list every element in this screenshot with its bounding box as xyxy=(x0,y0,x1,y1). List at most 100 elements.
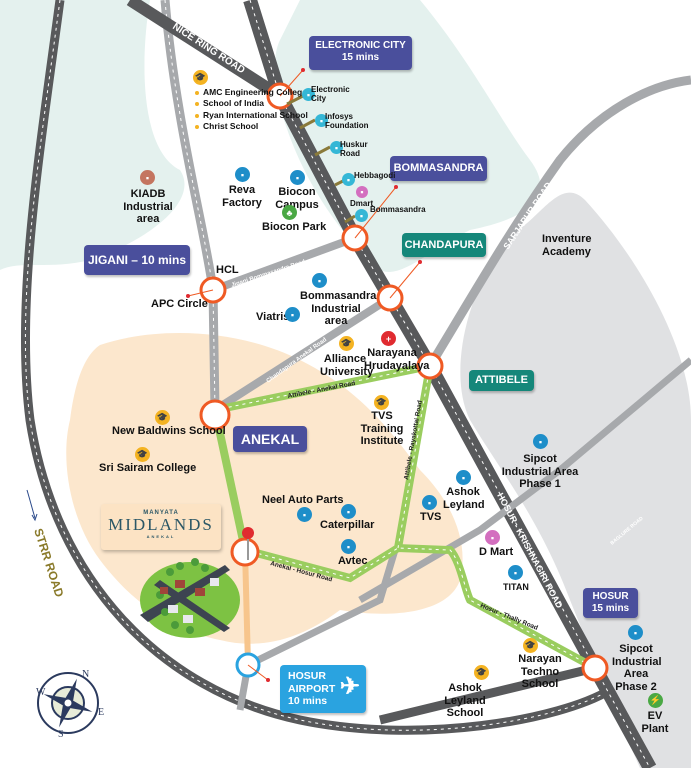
graduation-cap-icon: 🎓 xyxy=(339,336,354,351)
landmark-biocon-campus: Biocon Campus xyxy=(275,186,319,211)
landmark-ev-plant: EV Plant xyxy=(641,710,669,735)
factory-icon: ▪ xyxy=(285,307,300,322)
landmark-titan: TITAN xyxy=(503,582,529,592)
badge-hosur: HOSUR 15 mins xyxy=(583,588,638,618)
landmark-apc-circle: APC Circle xyxy=(151,298,208,310)
shop-icon: ▪ xyxy=(485,530,500,545)
graduation-cap-icon: 🎓 xyxy=(474,665,489,680)
junction-attibele xyxy=(416,352,444,380)
factory-icon: ▪ xyxy=(312,273,327,288)
landmark-kiadb: KIADB Industrial area xyxy=(123,188,173,226)
school-item: Christ School xyxy=(195,121,308,131)
factory-icon: ▪ xyxy=(341,539,356,554)
baglure-road xyxy=(358,357,691,604)
ev-charging-icon: ⚡ xyxy=(648,693,663,708)
school-item: Ryan International School xyxy=(195,110,308,120)
landmark-viatris: Viatris xyxy=(256,311,290,323)
metro-infosys: Infosys Foundation xyxy=(325,112,369,131)
factory-icon: ▪ xyxy=(235,167,250,182)
location-pin-icon xyxy=(242,527,254,539)
metro-icon: ▪ xyxy=(330,141,343,154)
metro-icon: ▪ xyxy=(355,209,368,222)
landmark-tvs-training: TVS Training Institute xyxy=(360,410,404,448)
school-item: AMC Engineering College xyxy=(195,87,308,97)
graduation-cap-icon: 🎓 xyxy=(523,638,538,653)
landmark-neel: Neel Auto Parts xyxy=(262,494,344,506)
factory-icon: ▪ xyxy=(341,504,356,519)
manyata-midlands-logo: MANYATA MIDLANDS ANEKAL xyxy=(101,504,221,550)
factory-icon: ▪ xyxy=(140,170,155,185)
junction-anekal xyxy=(199,399,231,431)
landmark-sipcot-2: Sipcot Industrial Area Phase 2 xyxy=(612,643,662,693)
compass-rose-icon: N W E S xyxy=(36,669,104,740)
school-item: School of India xyxy=(195,98,308,108)
airport-link-road xyxy=(246,548,399,669)
south-dark-road xyxy=(378,663,597,725)
svg-text:W: W xyxy=(36,687,46,698)
landmark-inventure: Inventure Academy xyxy=(542,233,592,258)
landmark-alliance: Alliance University xyxy=(320,353,374,378)
sarjapur-road xyxy=(426,75,691,369)
factory-icon: ▪ xyxy=(456,470,471,485)
badge-chandapura: CHANDAPURA xyxy=(402,233,486,257)
landmark-dmart: D Mart xyxy=(479,546,514,558)
landmark-sipcot-1: Sipcot Industrial Area Phase 1 xyxy=(501,453,579,491)
landmark-ashok-leyland-school: Ashok Leyland School xyxy=(444,682,486,720)
landmark-avtec: Avtec xyxy=(338,555,368,567)
airplane-icon: ✈ xyxy=(339,673,360,700)
direction-arrow-icon xyxy=(26,489,36,519)
junction-midlands xyxy=(230,537,260,567)
landmark-reva: Reva Factory xyxy=(222,184,262,209)
metro-bommasandra: Bommasandra xyxy=(370,205,426,214)
metro-icon: ▪ xyxy=(302,88,315,101)
jigani-bommasandra-label: Jigani Bommasandra Road xyxy=(231,259,307,289)
factory-icon: ▪ xyxy=(628,625,643,640)
svg-text:N: N xyxy=(82,669,89,680)
metro-electronic-city: Electronic City xyxy=(311,85,350,104)
township-illustration xyxy=(140,558,240,638)
svg-text:S: S xyxy=(58,729,64,740)
hosur-thally-label: Hosur - Thally Road xyxy=(479,602,539,632)
factory-icon: ▪ xyxy=(422,495,437,510)
landmark-ashok-leyland: Ashok Leyland xyxy=(443,486,485,511)
metro-hebbagodi: Hebbagodi xyxy=(354,171,396,180)
graduation-cap-icon: 🎓 xyxy=(135,447,150,462)
graduation-cap-icon: 🎓 xyxy=(193,70,208,85)
hospital-icon: + xyxy=(381,331,396,346)
metro-icon: ▪ xyxy=(315,114,328,127)
badge-jigani: JIGANI – 10 mins xyxy=(84,245,190,275)
landmark-sri-sairam: Sri Sairam College xyxy=(99,462,197,474)
landmark-tvs: TVS xyxy=(420,511,442,523)
factory-icon: ▪ xyxy=(290,170,305,185)
landmark-biocon-park: Biocon Park xyxy=(262,221,327,233)
badge-anekal: ANEKAL xyxy=(233,426,307,452)
strr-road xyxy=(20,0,613,735)
shop-icon: ▪ xyxy=(356,186,368,198)
landmark-bommasandra-industrial: Bommasandra Industrial area xyxy=(300,290,377,328)
factory-icon: ▪ xyxy=(297,507,312,522)
svg-text:E: E xyxy=(98,707,104,718)
factory-icon: ▪ xyxy=(508,565,523,580)
graduation-cap-icon: 🎓 xyxy=(374,395,389,410)
badge-electronic-city: ELECTRONIC CITY 15 mins xyxy=(309,36,412,70)
junction-hosur xyxy=(581,654,609,682)
metro-huskur: Huskur Road xyxy=(340,140,368,159)
landmark-caterpillar: Caterpillar xyxy=(320,519,375,531)
landmark-new-baldwins: New Baldwins School xyxy=(112,425,226,437)
nice-ring-road xyxy=(126,0,284,102)
park-icon: ♣ xyxy=(282,205,297,220)
mint-zone-left xyxy=(0,0,185,270)
landmark-narayan-techno: Narayan Techno School xyxy=(518,653,562,691)
graduation-cap-icon: 🎓 xyxy=(155,410,170,425)
nice-ring-road-label: NICE RING ROAD xyxy=(170,21,246,76)
landmark-hcl: HCL xyxy=(216,264,239,276)
chandapura-anekal-road xyxy=(212,294,393,414)
schools-list: AMC Engineering College School of India … xyxy=(195,87,308,133)
metro-icon: ▪ xyxy=(342,173,355,186)
jigani-bommasandra-road xyxy=(211,234,357,294)
badge-attibele: ATTIBELE xyxy=(469,370,534,391)
badge-hosur-airport: HOSUR AIRPORT 10 mins ✈ xyxy=(280,665,366,713)
airport-orange-road xyxy=(242,549,251,666)
factory-icon: ▪ xyxy=(533,434,548,449)
